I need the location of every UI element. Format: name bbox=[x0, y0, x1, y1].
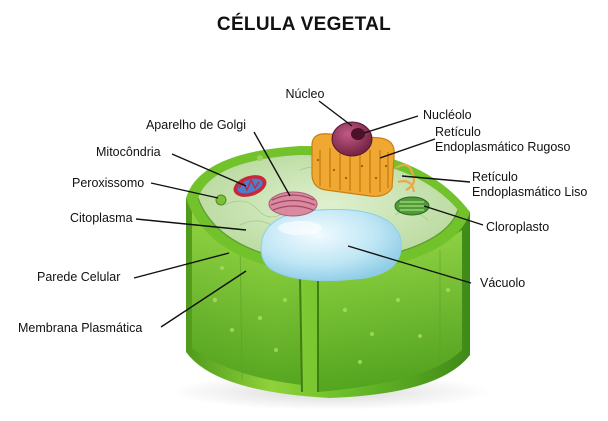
label-mitocondria: Mitocôndria bbox=[96, 145, 161, 159]
label-citoplasma: Citoplasma bbox=[70, 211, 133, 225]
label-nucleolo: Nucléolo bbox=[423, 108, 472, 122]
label-nucleo: Núcleo bbox=[286, 87, 325, 101]
golgi-apparatus bbox=[269, 192, 317, 216]
label-cloroplasto: Cloroplasto bbox=[486, 220, 549, 234]
label-reticulo-liso-1: Retículo bbox=[472, 170, 518, 184]
label-reticulo-rugoso-2: Endoplasmático Rugoso bbox=[435, 140, 571, 154]
label-membrana-plasmatica: Membrana Plasmática bbox=[18, 321, 142, 335]
label-reticulo-rugoso-1: Retículo bbox=[435, 125, 481, 139]
label-parede-celular: Parede Celular bbox=[37, 270, 120, 284]
vesicle bbox=[257, 155, 263, 161]
label-vacuolo: Vácuolo bbox=[480, 276, 525, 290]
nucleus bbox=[332, 122, 372, 156]
peroxisome bbox=[216, 195, 226, 205]
chloroplast bbox=[395, 197, 429, 215]
nucleolus bbox=[351, 128, 365, 140]
vacuole bbox=[261, 210, 401, 281]
label-peroxissomo: Peroxissomo bbox=[72, 176, 144, 190]
label-golgi: Aparelho de Golgi bbox=[146, 118, 246, 132]
label-reticulo-liso-2: Endoplasmático Liso bbox=[472, 185, 587, 199]
